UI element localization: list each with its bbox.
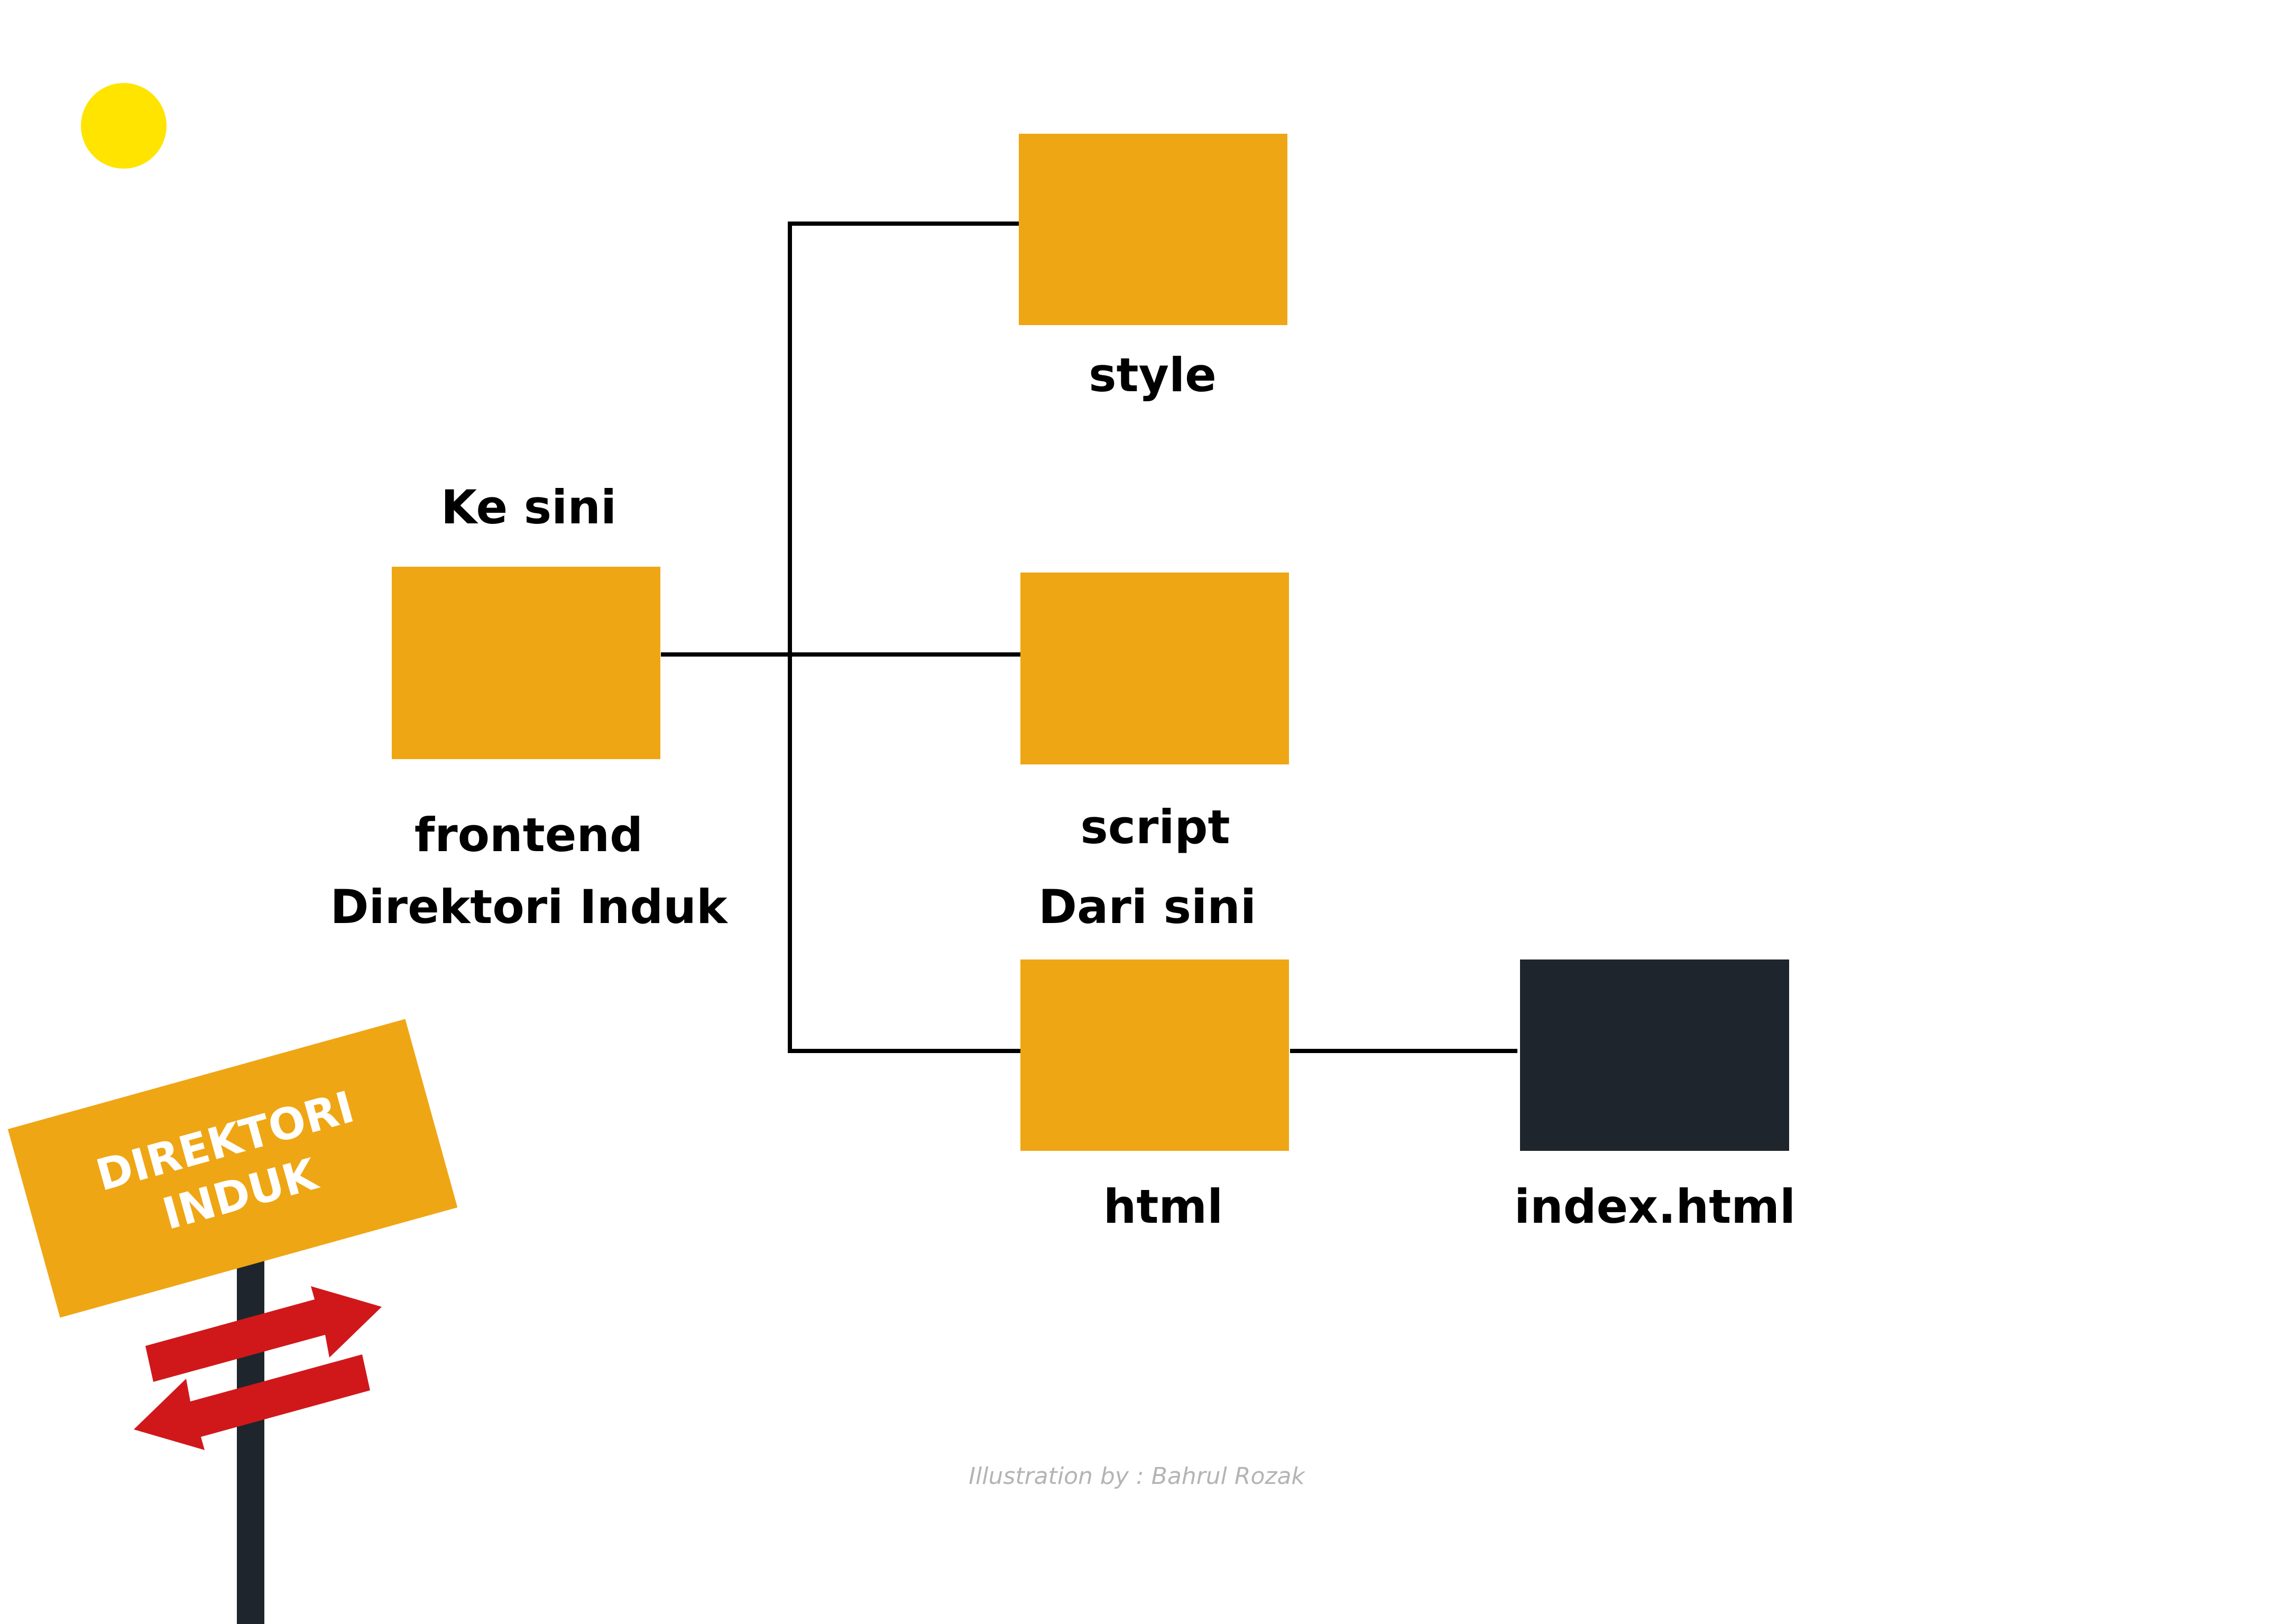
connector-to-html — [788, 1049, 1020, 1053]
html-folder — [1020, 959, 1289, 1151]
index-html-file — [1520, 959, 1789, 1151]
dari-sini-label: Dari sini — [1038, 880, 1256, 934]
accent-dot — [81, 83, 167, 169]
script-folder — [1020, 573, 1289, 764]
script-label: script — [1080, 800, 1230, 854]
right-arrow-icon — [145, 1286, 382, 1382]
style-label: style — [1089, 348, 1217, 402]
left-arrow-icon — [134, 1354, 370, 1450]
direktori-induk-label: Direktori Induk — [330, 880, 727, 934]
connector-html-to-index — [1290, 1049, 1517, 1053]
html-label: html — [1103, 1179, 1223, 1234]
index-html-label: index.html — [1514, 1179, 1796, 1234]
frontend-folder — [392, 567, 660, 759]
connector-frontend-trunk — [661, 652, 1020, 657]
illustration-credit: Illustration by : Bahrul Rozak — [969, 1463, 1305, 1490]
ke-sini-label: Ke sini — [440, 480, 617, 534]
frontend-label: frontend — [414, 808, 643, 862]
style-folder — [1019, 134, 1287, 325]
connector-vertical-trunk — [788, 222, 792, 1053]
connector-to-style — [788, 222, 1020, 226]
